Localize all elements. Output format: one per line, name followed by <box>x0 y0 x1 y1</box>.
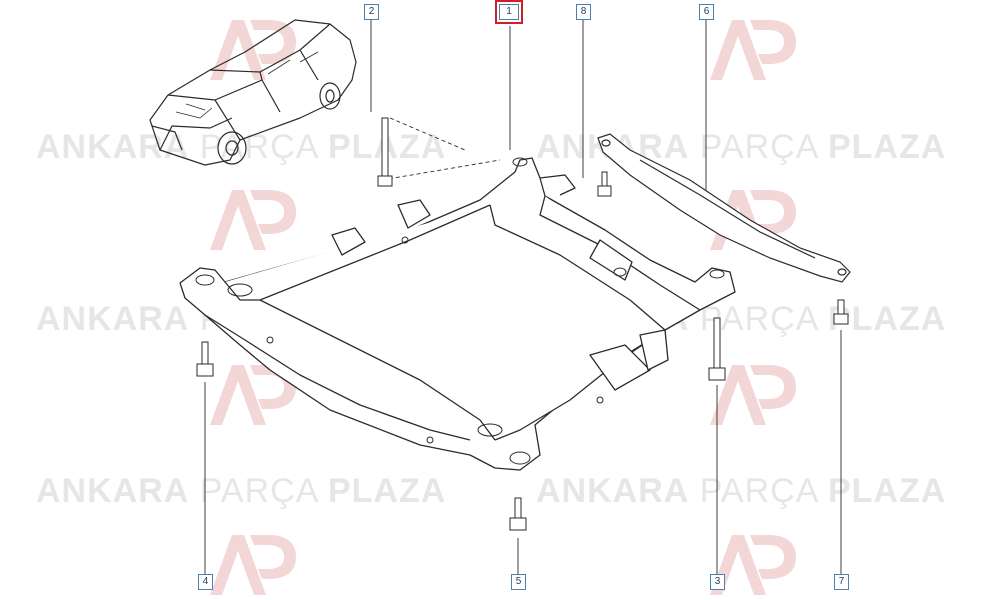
bolts <box>196 117 849 531</box>
bolt-3-icon <box>708 317 726 381</box>
bolt-2-icon <box>377 117 393 187</box>
bolt-4-icon <box>196 341 214 377</box>
callout-1[interactable]: 1 <box>495 0 523 24</box>
subframe-part <box>179 157 736 471</box>
callout-8[interactable]: 8 <box>576 4 591 20</box>
watermark-logo <box>710 20 796 80</box>
leader-lines <box>204 19 842 575</box>
bolt-8-icon <box>597 171 612 197</box>
callout-3[interactable]: 3 <box>710 574 725 590</box>
bolt-7-icon <box>833 299 849 325</box>
car-icon <box>149 19 357 166</box>
callout-5[interactable]: 5 <box>511 574 526 590</box>
reinforcement-bar-part <box>597 133 851 283</box>
callout-7[interactable]: 7 <box>834 574 849 590</box>
watermark-logo <box>210 190 296 250</box>
callout-4[interactable]: 4 <box>198 574 213 590</box>
bolt-5-icon <box>509 497 527 531</box>
watermark-logo <box>210 535 296 595</box>
callout-6[interactable]: 6 <box>699 4 714 20</box>
callout-2[interactable]: 2 <box>364 4 379 20</box>
mount-holes <box>195 157 725 465</box>
